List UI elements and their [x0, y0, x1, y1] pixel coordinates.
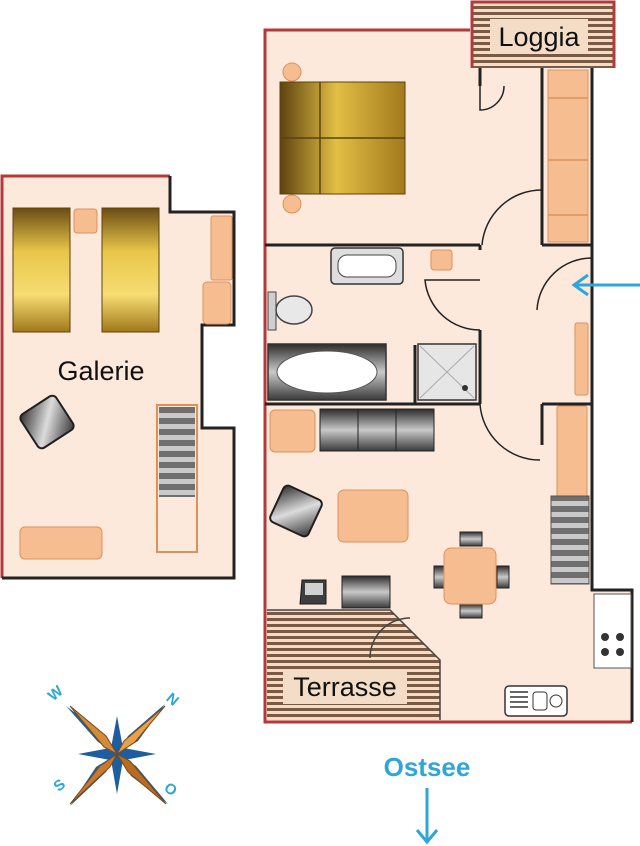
galerie-armchair	[19, 394, 75, 450]
galerie-bed-right	[101, 207, 160, 333]
living-table-small	[269, 409, 316, 453]
kitchen-counter	[593, 593, 632, 669]
desk-chair	[299, 579, 327, 605]
sea-label: Ostsee	[384, 752, 471, 782]
galerie-nightstand	[73, 208, 98, 234]
dining-chairs	[433, 531, 510, 619]
compass-west: W	[45, 682, 67, 705]
galerie-wardrobe	[210, 215, 233, 281]
door-swings	[424, 85, 593, 461]
toilet-tank	[267, 291, 277, 331]
terrasse-label-bg	[283, 670, 407, 704]
galerie-sofa	[19, 526, 103, 560]
compass-north: N	[163, 690, 182, 710]
bedroom-lamp-top	[282, 62, 302, 82]
entrance-arrow-icon	[571, 273, 640, 297]
coffee-table	[337, 489, 409, 543]
bathroom-cabinet	[430, 249, 453, 271]
galerie-shelf	[202, 281, 232, 325]
loggia-label: Loggia	[498, 22, 580, 52]
shower-drain	[462, 385, 468, 391]
sea-arrow-icon	[415, 788, 439, 845]
galerie-stairs	[159, 407, 195, 497]
compass-east: O	[160, 779, 180, 800]
washbasin-bowl	[337, 254, 397, 278]
dining-table	[443, 547, 497, 605]
desk	[341, 575, 391, 609]
galerie-label: Galerie	[57, 356, 144, 386]
living-sofa	[319, 408, 435, 452]
toilet	[275, 295, 313, 325]
compass-south: S	[50, 776, 69, 795]
main-stairs	[551, 496, 589, 584]
stove	[601, 633, 624, 656]
compass-rose-icon	[66, 704, 168, 806]
hall-cabinet	[574, 322, 589, 396]
galerie-stairwell	[156, 404, 198, 553]
terrasse-label: Terrasse	[293, 672, 397, 702]
bathtub-basin	[276, 350, 378, 394]
bedroom-lamp-bottom	[282, 194, 302, 214]
living-armchair	[269, 484, 323, 538]
galerie-bed-left	[12, 207, 71, 333]
loggia-label-bg	[490, 19, 588, 53]
bedroom-wardrobe	[547, 69, 589, 243]
